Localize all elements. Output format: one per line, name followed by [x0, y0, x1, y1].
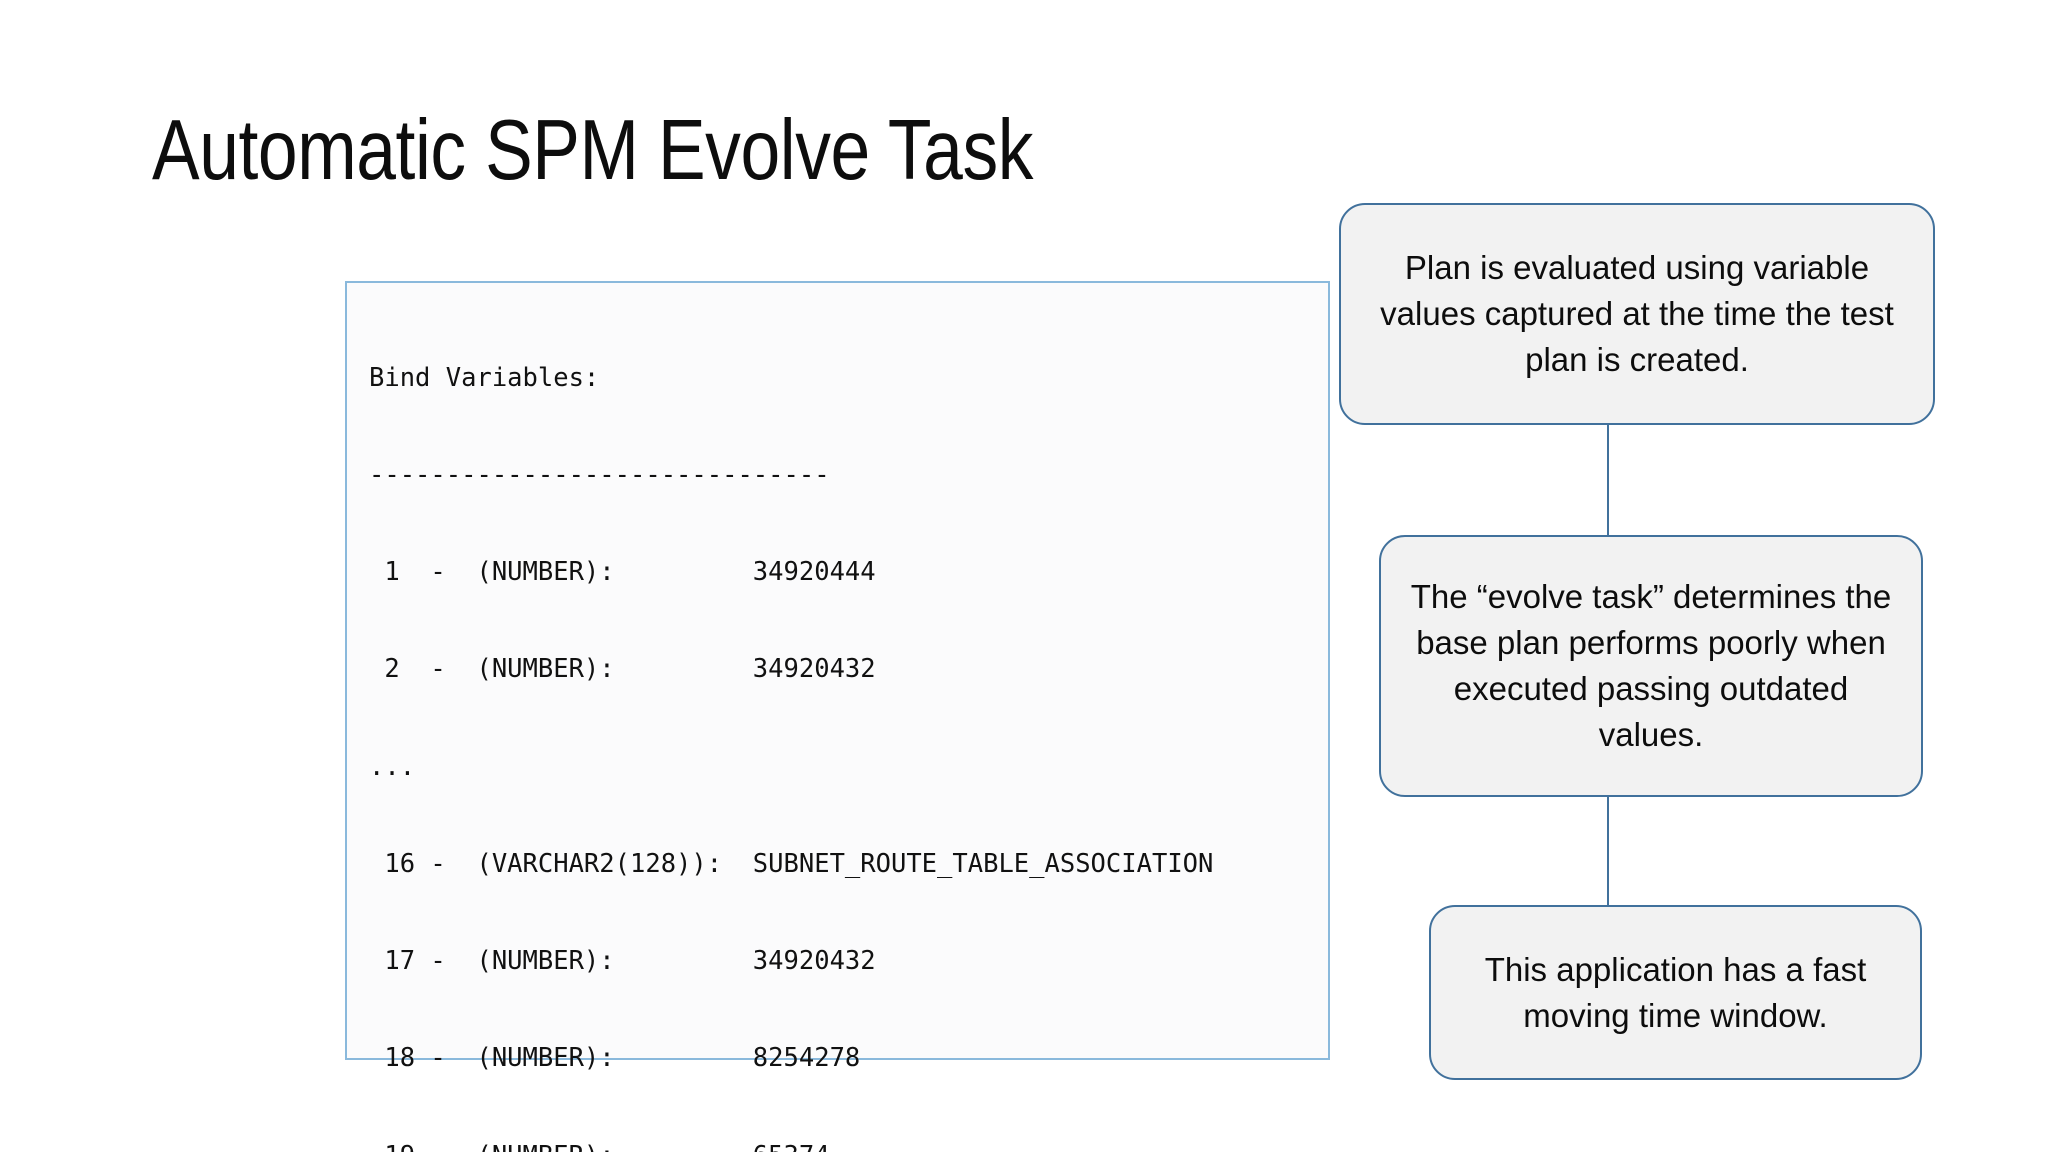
- bind-variable-row: 18 - (NUMBER): 8254278: [369, 1043, 861, 1074]
- callout-connector-line: [1607, 424, 1610, 536]
- bind-variable-row: 17 - (NUMBER): 34920432: [369, 946, 876, 977]
- code-output-text: Bind Variables: ------------------------…: [369, 297, 1551, 1152]
- page-title: Automatic SPM Evolve Task: [152, 103, 1034, 198]
- code-output-panel: Bind Variables: ------------------------…: [345, 281, 1330, 1152]
- bind-variables-heading: Bind Variables:: [369, 362, 600, 393]
- bind-variable-row: 19 - (NUMBER): 65374: [369, 1140, 1551, 1152]
- callout-fast-moving-window: This application has a fast moving time …: [1429, 905, 1922, 1080]
- callout-plan-evaluated: Plan is evaluated using variable values …: [1339, 203, 1935, 425]
- bind-variable-row: 2 - (NUMBER): 34920432: [369, 654, 876, 685]
- bind-variable-row: 1 - (NUMBER): 34920444: [369, 557, 876, 588]
- bind-variable-row: 16 - (VARCHAR2(128)): SUBNET_ROUTE_TABLE…: [369, 848, 1214, 879]
- callout-evolve-task: The “evolve task” determines the base pl…: [1379, 535, 1923, 797]
- bind-variables-separator: ------------------------------: [369, 460, 830, 491]
- callout-connector-line: [1607, 796, 1610, 906]
- bind-variable-ellipsis: ...: [369, 751, 416, 782]
